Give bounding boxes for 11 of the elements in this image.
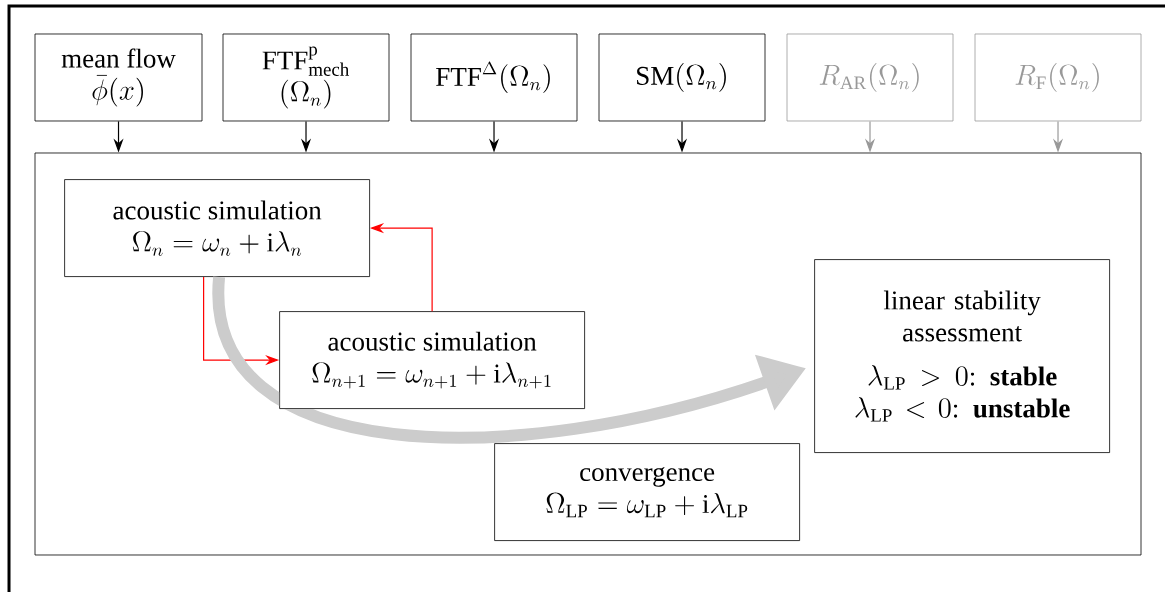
input-box: mean flow $\bar{\phi}(x)$ bbox=[34, 33, 203, 122]
input-box: $\mathrm{SM}(\Omega_n)$ bbox=[598, 33, 766, 122]
input-box: $R_{\mathrm{F}}(\Omega_n)$ bbox=[974, 33, 1142, 122]
assessment-box: linear stability assessment $\lambda_{\mathrm{LP}} > 0\mbox{: \textbf{stable}}$ $\lambda_{\mathrm{LP}} < 0\mbox{: \textbf{unstable}}$ bbox=[814, 259, 1110, 453]
process-box: acoustic simulation $\Omega_n = \omega_n + \mathrm{i}\lambda_n$ bbox=[64, 179, 370, 277]
input-box: $\mathrm{FTF}^{\mathrm{p}}_{\mathrm{mech}}$ $(\Omega_n)$ bbox=[222, 33, 390, 122]
input-box: $R_{\mathrm{AR}}(\Omega_n)$ bbox=[786, 33, 954, 122]
process-box: acoustic simulation $\Omega_{n+1} = \omega_{n+1} + \mathrm{i}\lambda_{n+1}$ bbox=[279, 311, 585, 409]
process-box: convergence $\Omega_{\mathrm{LP}} = \omega_{\mathrm{LP}} + \mathrm{i}\lambda_{\mathrm{LP}}$ bbox=[494, 443, 800, 541]
input-box: $\mathrm{FTF}^{\Delta}(\Omega_n)$ bbox=[410, 33, 578, 122]
container-box bbox=[34, 152, 1142, 556]
